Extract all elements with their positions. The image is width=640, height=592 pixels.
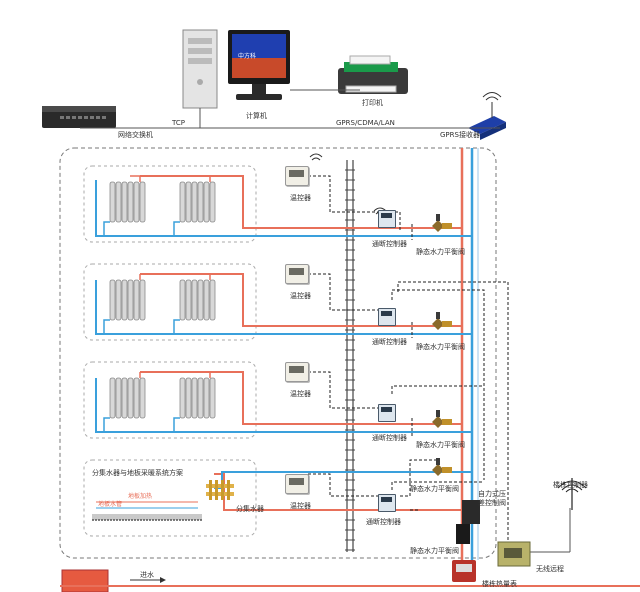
heat-meter-label: 楼栋热量表	[482, 580, 517, 588]
heat-meter-device	[452, 560, 476, 582]
balance-valves	[432, 214, 452, 476]
balance-valve-label-4: 静态水力平衡阀	[416, 248, 465, 256]
thermostat-label-4: 温控器	[290, 194, 311, 202]
thermostat-label-2: 温控器	[290, 390, 311, 398]
floor-3-pipes	[95, 273, 472, 335]
boiler-room-box	[61, 569, 109, 592]
onoff-controller-label-4: 通断控制器	[372, 240, 407, 248]
tcp-label: TCP	[172, 119, 185, 127]
gprs-link-label: GPRS/CDMA/LAN	[336, 119, 395, 127]
onoff-controller-floor-1[interactable]	[378, 494, 396, 512]
thermostat-floor-4[interactable]	[285, 166, 309, 186]
floor-heating-slab	[92, 501, 202, 521]
computer-tower	[182, 29, 218, 109]
building-region	[59, 147, 497, 559]
building-controller-label: 楼栋控制器	[553, 481, 588, 489]
self-valve-label: 自力式压差控制阀	[478, 490, 506, 507]
network-switch	[42, 106, 116, 128]
onoff-controller-floor-4[interactable]	[378, 210, 396, 228]
printer-label: 打印机	[362, 99, 383, 107]
floor-scheme-label: 分集水器与地板采暖系统方案	[92, 469, 183, 477]
gprs-receiver-label: GPRS接收器	[440, 131, 480, 139]
balance-valve-label-1b: 静态水力平衡阀	[410, 547, 459, 555]
building-controller-device	[497, 541, 531, 567]
floor-layer-label-2: 地板水管	[98, 501, 123, 508]
floor-4-box	[83, 165, 257, 243]
computer-label: 计算机	[246, 112, 267, 120]
thermostat-floor-2[interactable]	[285, 362, 309, 382]
network-switch-label: 网络交换机	[118, 131, 153, 139]
balance-valve-label-3: 静态水力平衡阀	[416, 343, 465, 351]
manifold-label: 分集水器	[236, 505, 264, 513]
floor-1-box	[83, 459, 257, 537]
balance-valve-label-2: 静态水力平衡阀	[416, 441, 465, 449]
onoff-controller-label-3: 通断控制器	[372, 338, 407, 346]
signal-lines	[308, 175, 509, 540]
antenna-device	[557, 478, 587, 510]
riser-cable	[345, 160, 355, 552]
radiators	[109, 181, 216, 419]
wifi-waves	[309, 153, 387, 215]
manifold-device	[206, 480, 234, 500]
printer-device	[338, 55, 408, 94]
onoff-controller-floor-2[interactable]	[378, 404, 396, 422]
gprs-receiver-device	[468, 92, 506, 140]
thermostat-label-1: 温控器	[290, 502, 311, 510]
floor-2-pipes	[95, 371, 472, 433]
computer-monitor	[228, 30, 290, 100]
wireless-remote-label: 无线远程	[536, 565, 564, 573]
differential-pressure-valve	[456, 500, 480, 544]
monitor-text: 中方科	[238, 53, 257, 60]
onoff-controller-label-2: 通断控制器	[372, 434, 407, 442]
thermostat-label-3: 温控器	[290, 292, 311, 300]
onoff-controller-floor-3[interactable]	[378, 308, 396, 326]
thermostat-floor-1[interactable]	[285, 474, 309, 494]
supply-water-label: 进水	[140, 571, 154, 579]
thermostat-floor-3[interactable]	[285, 264, 309, 284]
floor-3-box	[83, 263, 257, 341]
floor-2-box	[83, 361, 257, 439]
onoff-controller-label-1: 通断控制器	[366, 518, 401, 526]
floor-4-pipes	[95, 175, 472, 237]
floor-layer-label-1: 地板加热	[128, 493, 153, 500]
balance-valve-label-1a: 静态水力平衡阀	[410, 485, 459, 493]
